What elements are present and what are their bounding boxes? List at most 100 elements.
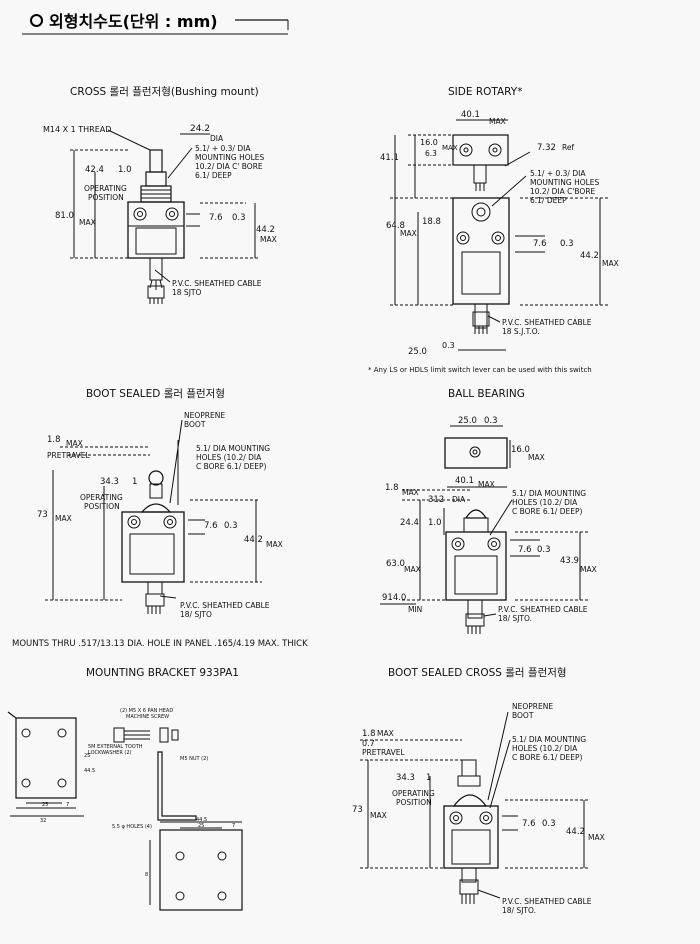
boot-pretravel-label: PRETRAVEL [47, 451, 90, 460]
bracket-holes: 5.5 φ HOLES (4) [112, 824, 152, 830]
boot-cross-holes-3: C BORE 6.1/ DEEP) [512, 753, 582, 762]
boot-holes-2: HOLES (10.2/ DIA [196, 453, 262, 462]
ball-bearing-drawing: BALL BEARING [380, 388, 597, 634]
boot-max-1: MAX [66, 439, 83, 448]
ball-op-tol: 1.0 [428, 518, 442, 528]
cross-holes-3: 10.2/ DIA C' BORE [195, 162, 263, 171]
boot-max-2: MAX [55, 514, 72, 523]
mounts-note: MOUNTS THRU .517/13.13 DIA. HOLE IN PANE… [12, 639, 308, 649]
boot-cross-spacing-tol: 0.3 [542, 819, 556, 829]
side-max-1: MAX [489, 117, 506, 126]
ball-dia-val: 312 [428, 495, 444, 505]
ball-h-top: 16.0 [511, 445, 530, 455]
side-spacing-tol: 0.3 [560, 239, 574, 249]
ball-max-4: MAX [404, 565, 421, 574]
cross-holes-4: 6.1/ DEEP [195, 171, 232, 180]
boot-cross-cable-1: P.V.C. SHEATHED CABLE [502, 897, 592, 906]
side-h-total: 64.8 [386, 221, 405, 231]
ball-w-mid: 40.1 [455, 476, 474, 486]
ball-h-total: 63.0 [386, 559, 405, 569]
bracket-nut: M5 NUT (2) [180, 756, 208, 762]
ball-op-val: 24.4 [400, 518, 419, 528]
boot-cross-op-val: 34.3 [396, 773, 415, 783]
boot-cross-max-3: MAX [588, 833, 605, 842]
boot-cross-spacing: 7.6 [522, 819, 536, 829]
side-ref-val: 7.32 [537, 143, 556, 153]
ball-body-h: 43.9 [560, 556, 579, 566]
boot-cross-holes-1: 5.1/ DIA MOUNTING [512, 735, 586, 744]
bracket-dim-1: 25 [84, 753, 90, 759]
side-width: 25.0 [408, 347, 427, 357]
side-rotary-title: SIDE ROTARY* [448, 86, 522, 98]
ball-max-1: MAX [528, 453, 545, 462]
ball-dia-label: DIA [452, 495, 466, 504]
cross-spacing-tol: 0.3 [232, 213, 246, 223]
boot-holes-3: C BORE 6.1/ DEEP) [196, 462, 266, 471]
side-h188: 18.8 [422, 217, 441, 227]
cross-cable-2: 18 SJTO [172, 288, 201, 297]
boot-cross-op-label-1: OPERATING [392, 789, 435, 798]
ball-holes-2: HOLES (10.2/ DIA [512, 498, 578, 507]
boot-cross-body-h: 44.2 [566, 827, 585, 837]
ball-spacing: 7.6 [518, 545, 532, 555]
ball-min: MIN [408, 605, 422, 614]
boot-neoprene-2: BOOT [184, 420, 206, 429]
boot-sealed-title: BOOT SEALED 롤러 플런저형 [86, 388, 225, 400]
side-cable-1: P.V.C. SHEATHED CABLE [502, 318, 592, 327]
header-title: 외형치수도(단위 : mm) [49, 12, 218, 31]
side-spacing: 7.6 [533, 239, 547, 249]
cross-h-total: 81.0 [55, 211, 74, 221]
ball-holes-1: 5.1/ DIA MOUNTING [512, 489, 586, 498]
boot-spacing: 7.6 [204, 521, 218, 531]
cross-op-label-2: POSITION [88, 193, 124, 202]
boot-body-h: 44.2 [244, 535, 263, 545]
cross-thread: M14 X 1 THREAD [43, 125, 111, 134]
mounting-bracket-drawing: MOUNTING BRACKET 933PA1 (2) M5 X 6 PAN H… [7, 667, 243, 911]
bracket-title: MOUNTING BRACKET 933PA1 [86, 667, 239, 679]
ball-w-top-tol: 0.3 [484, 416, 498, 426]
boot-neoprene-1: NEOPRENE [184, 411, 225, 420]
boot-cross-max-1: MAX [377, 729, 394, 738]
side-h41: 41.1 [380, 153, 399, 163]
bracket-dim-5: 32 [40, 818, 46, 824]
ball-spacing-tol: 0.3 [537, 545, 551, 555]
bracket-dim-4: 7 [66, 802, 69, 808]
ball-bearing-title: BALL BEARING [448, 388, 525, 400]
boot-pretravel-val: 1.8 [47, 435, 61, 445]
bullet-icon [30, 14, 43, 27]
bracket-dim-2: 44.5 [84, 768, 95, 774]
boot-cross-pre-b: 0.7 [362, 739, 375, 748]
ball-pretravel: 1.8 [385, 483, 399, 493]
boot-sealed-cross-drawing: BOOT SEALED CROSS 롤러 플런저형 1.8 0.7 [352, 667, 605, 915]
ball-cable-len: 914.0 [382, 593, 406, 603]
cross-max-1: MAX [79, 218, 96, 227]
cross-holes-1: 5.1/ + 0.3/ DIA [195, 144, 251, 153]
cross-roller-title: CROSS 롤러 플런저형(Bushing mount) [70, 86, 259, 98]
cross-body-h: 44.2 [256, 225, 275, 235]
side-rotary-drawing: SIDE ROTARY* [368, 86, 619, 374]
side-w-top: 40.1 [461, 110, 480, 120]
bracket-dim-9: 8 [145, 872, 148, 878]
bracket-washer-2: LOCKWASHER (2) [88, 750, 132, 756]
boot-h-total: 73 [37, 510, 48, 520]
boot-cross-pre-a: 1.8 [362, 729, 376, 739]
side-cable-2: 18 S.J.T.O. [502, 327, 540, 336]
boot-cross-neoprene-2: BOOT [512, 711, 534, 720]
cross-op-tol: 1.0 [118, 165, 132, 175]
ball-w-top: 25.0 [458, 416, 477, 426]
cross-op-val: 42.4 [85, 165, 104, 175]
side-holes-4: 6.1/ DEEP [530, 196, 567, 205]
ball-holes-3: C BORE 6.1/ DEEP) [512, 507, 582, 516]
boot-cross-op-label-2: POSITION [396, 798, 432, 807]
side-holes-2: MOUNTING HOLES [530, 178, 600, 187]
bracket-screw-2: MACHINE SCREW [126, 714, 169, 720]
ball-cable-2: 18/ SJTO. [498, 614, 532, 623]
ball-cable-1: P.V.C. SHEATHED CABLE [498, 605, 588, 614]
cross-dia-top: 24.2 [190, 124, 210, 134]
side-max-3: MAX [400, 229, 417, 238]
bracket-dim-7: 25 [198, 823, 204, 829]
cross-dia-label: DIA [210, 134, 224, 143]
boot-cross-cable-2: 18/ SJTO. [502, 906, 536, 915]
